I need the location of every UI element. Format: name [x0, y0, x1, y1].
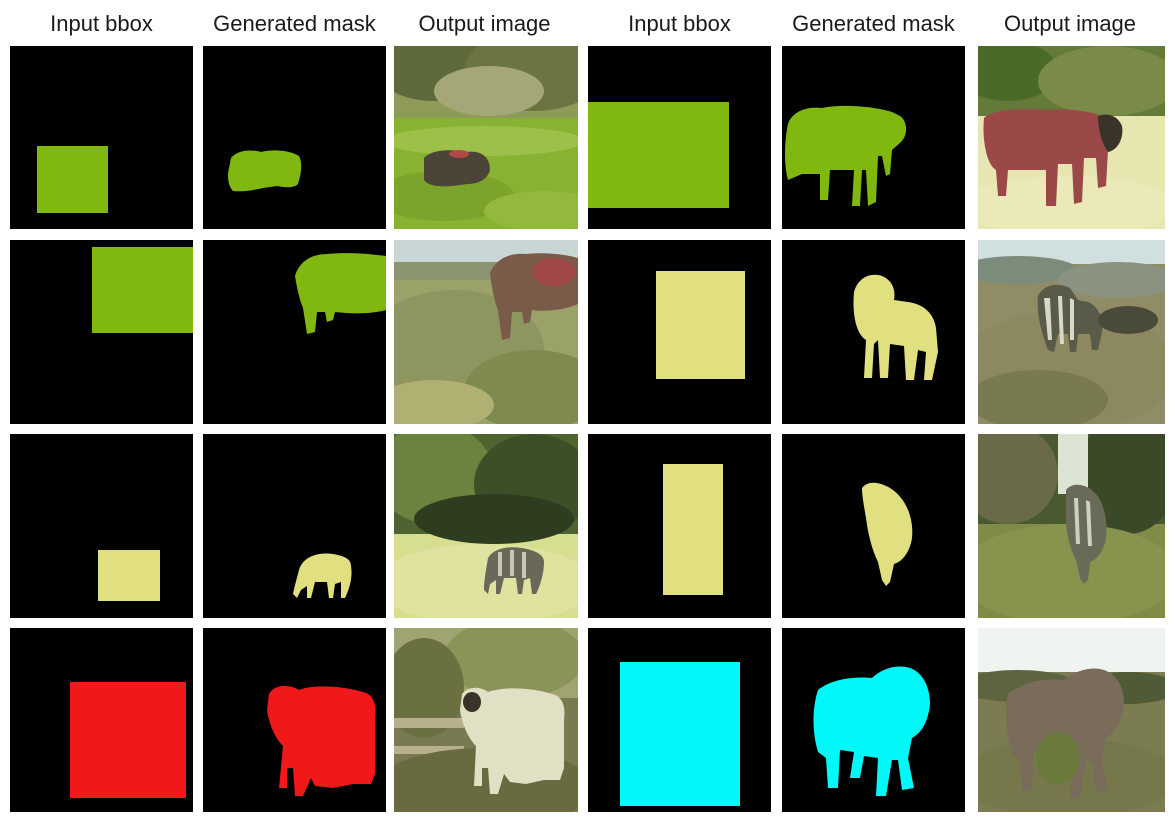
generated-mask-cell	[203, 46, 386, 229]
mask-shape-zebra	[293, 553, 352, 598]
column-header-generated-mask-right: Generated mask	[792, 11, 955, 36]
mask-shape-elephant	[813, 666, 930, 796]
input-bbox-cell	[10, 46, 193, 229]
bbox-rect	[588, 102, 729, 208]
cow-figure	[983, 109, 1119, 206]
input-bbox-cell	[10, 434, 193, 618]
bbox-rect	[656, 271, 745, 379]
input-bbox-cell	[10, 628, 193, 812]
generated-mask-cell	[203, 240, 386, 424]
generated-mask-cell	[782, 46, 965, 229]
bbox-rect	[663, 464, 723, 595]
generated-mask-cell	[782, 434, 965, 618]
column-header-input-bbox-left: Input bbox	[50, 11, 153, 36]
output-image-cell	[978, 240, 1165, 424]
bbox-rect	[37, 146, 108, 213]
output-image-cell	[978, 434, 1165, 618]
input-bbox-cell	[588, 46, 771, 229]
output-image-cell	[978, 628, 1165, 812]
cow-figure	[424, 150, 490, 187]
output-image-cell	[394, 434, 578, 618]
zebra-figure	[1037, 284, 1103, 352]
input-bbox-cell	[588, 628, 771, 812]
elephant-figure	[1005, 668, 1124, 798]
input-bbox-cell	[10, 240, 193, 424]
sheep-figure	[460, 687, 565, 794]
column-header-input-bbox-right: Input bbox	[628, 11, 731, 36]
output-image-cell	[394, 46, 578, 229]
generated-mask-cell	[782, 628, 965, 812]
output-image-cell	[978, 46, 1165, 229]
bbox-rect	[70, 682, 186, 798]
generated-mask-cell	[203, 434, 386, 618]
bbox-rect	[620, 662, 740, 806]
mask-shape-cow	[785, 105, 907, 206]
output-image-cell	[394, 628, 578, 812]
generated-mask-cell	[782, 240, 965, 424]
generated-mask-cell	[203, 628, 386, 812]
column-header-generated-mask-left: Generated mask	[213, 11, 376, 36]
output-image-cell	[394, 240, 578, 424]
bbox-rect	[92, 247, 193, 333]
mask-shape-cow	[295, 253, 386, 334]
bbox-rect	[98, 550, 160, 601]
column-header-output-image-right: Output image	[1003, 11, 1137, 36]
mask-shape-zebra	[853, 274, 938, 380]
input-bbox-cell	[588, 434, 771, 618]
input-bbox-cell	[588, 240, 771, 424]
column-header-output-image-left: Output image	[418, 11, 551, 36]
mask-shape-cow	[228, 150, 302, 192]
mask-shape-sheep	[267, 685, 376, 796]
mask-shape-zebra	[862, 482, 913, 586]
